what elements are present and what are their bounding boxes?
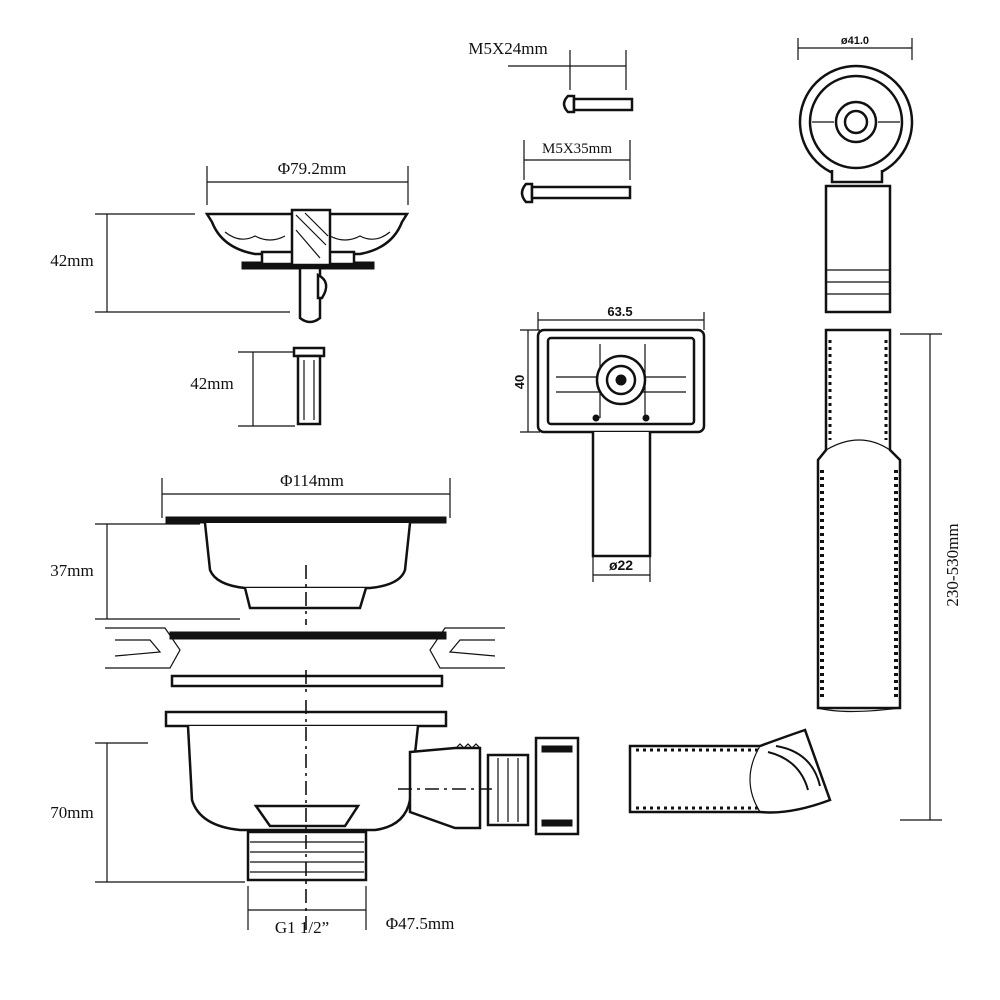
sink-flange-bowl: Φ114mm 37mm bbox=[50, 471, 451, 625]
outlet-diameter-label: Φ47.5mm bbox=[386, 914, 455, 933]
flex-hose: 230-530mm bbox=[628, 328, 962, 821]
overflow-pipe-label: ø22 bbox=[609, 557, 633, 573]
overflow-cover: 63.5 40 ø22 bbox=[512, 304, 706, 582]
drain-body: 70mm G1 1/2” Φ47.5mm bbox=[50, 700, 580, 937]
hose-length-label: 230-530mm bbox=[943, 523, 962, 606]
body-height-label: 70mm bbox=[50, 803, 93, 822]
strainer-basket: Φ79.2mm 42mm bbox=[50, 159, 410, 324]
elbow-diameter-label: ø41.0 bbox=[841, 35, 869, 47]
screw-long-label: M5X35mm bbox=[542, 141, 612, 157]
bowl-height-label: 37mm bbox=[50, 561, 93, 580]
screw-long: M5X35mm bbox=[520, 140, 632, 204]
overflow-height-label: 40 bbox=[512, 375, 527, 389]
overflow-width-label: 63.5 bbox=[607, 304, 632, 319]
basket-diameter-label: Φ79.2mm bbox=[278, 159, 347, 178]
stem-tube: 42mm bbox=[190, 346, 326, 427]
screw-short: M5X24mm bbox=[468, 39, 634, 114]
thread-label: G1 1/2” bbox=[275, 918, 329, 937]
basket-height-label: 42mm bbox=[50, 251, 93, 270]
sink-edge-gaskets bbox=[105, 627, 505, 695]
overflow-elbow: ø41.0 bbox=[797, 35, 914, 314]
stem-height-label: 42mm bbox=[190, 374, 233, 393]
bowl-diameter-label: Φ114mm bbox=[280, 471, 344, 490]
screw-short-label: M5X24mm bbox=[468, 39, 547, 58]
